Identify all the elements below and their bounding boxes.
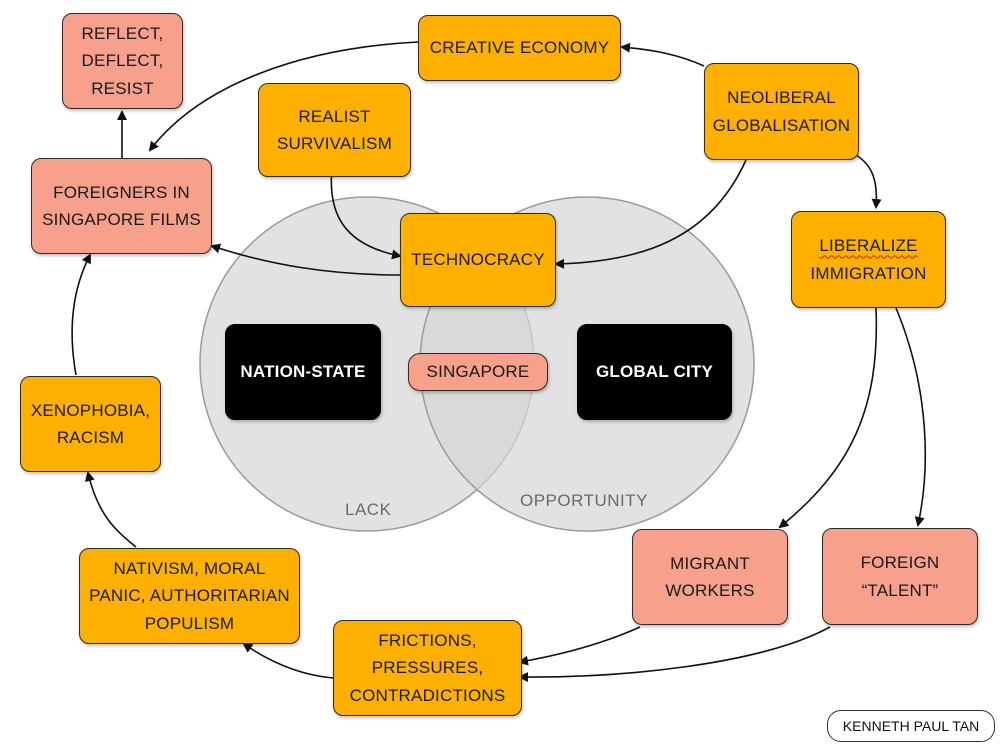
- arrow-nativism-to-xenophobia: [84, 471, 137, 548]
- creative-economy-box: CREATIVE ECONOMY: [418, 15, 621, 81]
- reflect-deflect-resist-box: REFLECT, DEFLECT, RESIST: [62, 13, 183, 109]
- foreigners-in-singapore-films-box: FOREIGNERS IN SINGAPORE FILMS: [31, 158, 212, 254]
- lack-label: LACK: [345, 500, 392, 519]
- opportunity-label: OPPORTUNITY: [520, 491, 648, 510]
- technocracy-box: TECHNOCRACY: [400, 213, 556, 307]
- arrow-liberalize-to-talent: [895, 307, 927, 527]
- liberalize-immigration-label: LIBERALIZE IMMIGRATION: [810, 236, 927, 283]
- arrow-neoliberal-to-liberalize: [855, 154, 882, 209]
- arrow-realist-to-technocracy: [330, 159, 402, 260]
- arrow-xenophobia-to-foreigners: [71, 253, 91, 376]
- author-credit: KENNETH PAUL TAN: [827, 710, 995, 742]
- arrow-frictions-to-nativism: [242, 642, 334, 679]
- arrow-liberalize-to-migrant: [778, 307, 878, 529]
- realist-survivalism-box: REALIST SURVIVALISM: [258, 83, 411, 177]
- nativism-moral-panic-box: NATIVISM, MORAL PANIC, AUTHORITARIAN POP…: [79, 548, 300, 644]
- neoliberal-globalisation-box: NEOLIBERAL GLOBALISATION: [704, 63, 859, 160]
- arrow-migrant-to-frictions: [518, 626, 641, 666]
- arrow-creative-to-foreigners: [148, 41, 419, 152]
- liberalize-immigration-box: LIBERALIZE IMMIGRATION: [791, 211, 946, 308]
- foreign-talent-box: FOREIGN “TALENT”: [822, 528, 978, 625]
- arrow-neoliberal-to-creative: [620, 42, 705, 67]
- singapore-box: SINGAPORE: [408, 353, 548, 391]
- arrow-technocracy-to-foreigners: [210, 243, 401, 276]
- arrow-talent-to-frictions: [518, 626, 831, 683]
- global-city-box: GLOBAL CITY: [577, 324, 732, 420]
- xenophobia-racism-box: XENOPHOBIA, RACISM: [20, 376, 161, 472]
- liberalize-word: LIBERALIZE: [819, 236, 918, 256]
- arrow-neoliberal-to-technocracy: [554, 159, 747, 269]
- migrant-workers-box: MIGRANT WORKERS: [632, 529, 788, 625]
- frictions-pressures-box: FRICTIONS, PRESSURES, CONTRADICTIONS: [333, 620, 522, 716]
- nation-state-box: NATION-STATE: [225, 324, 381, 420]
